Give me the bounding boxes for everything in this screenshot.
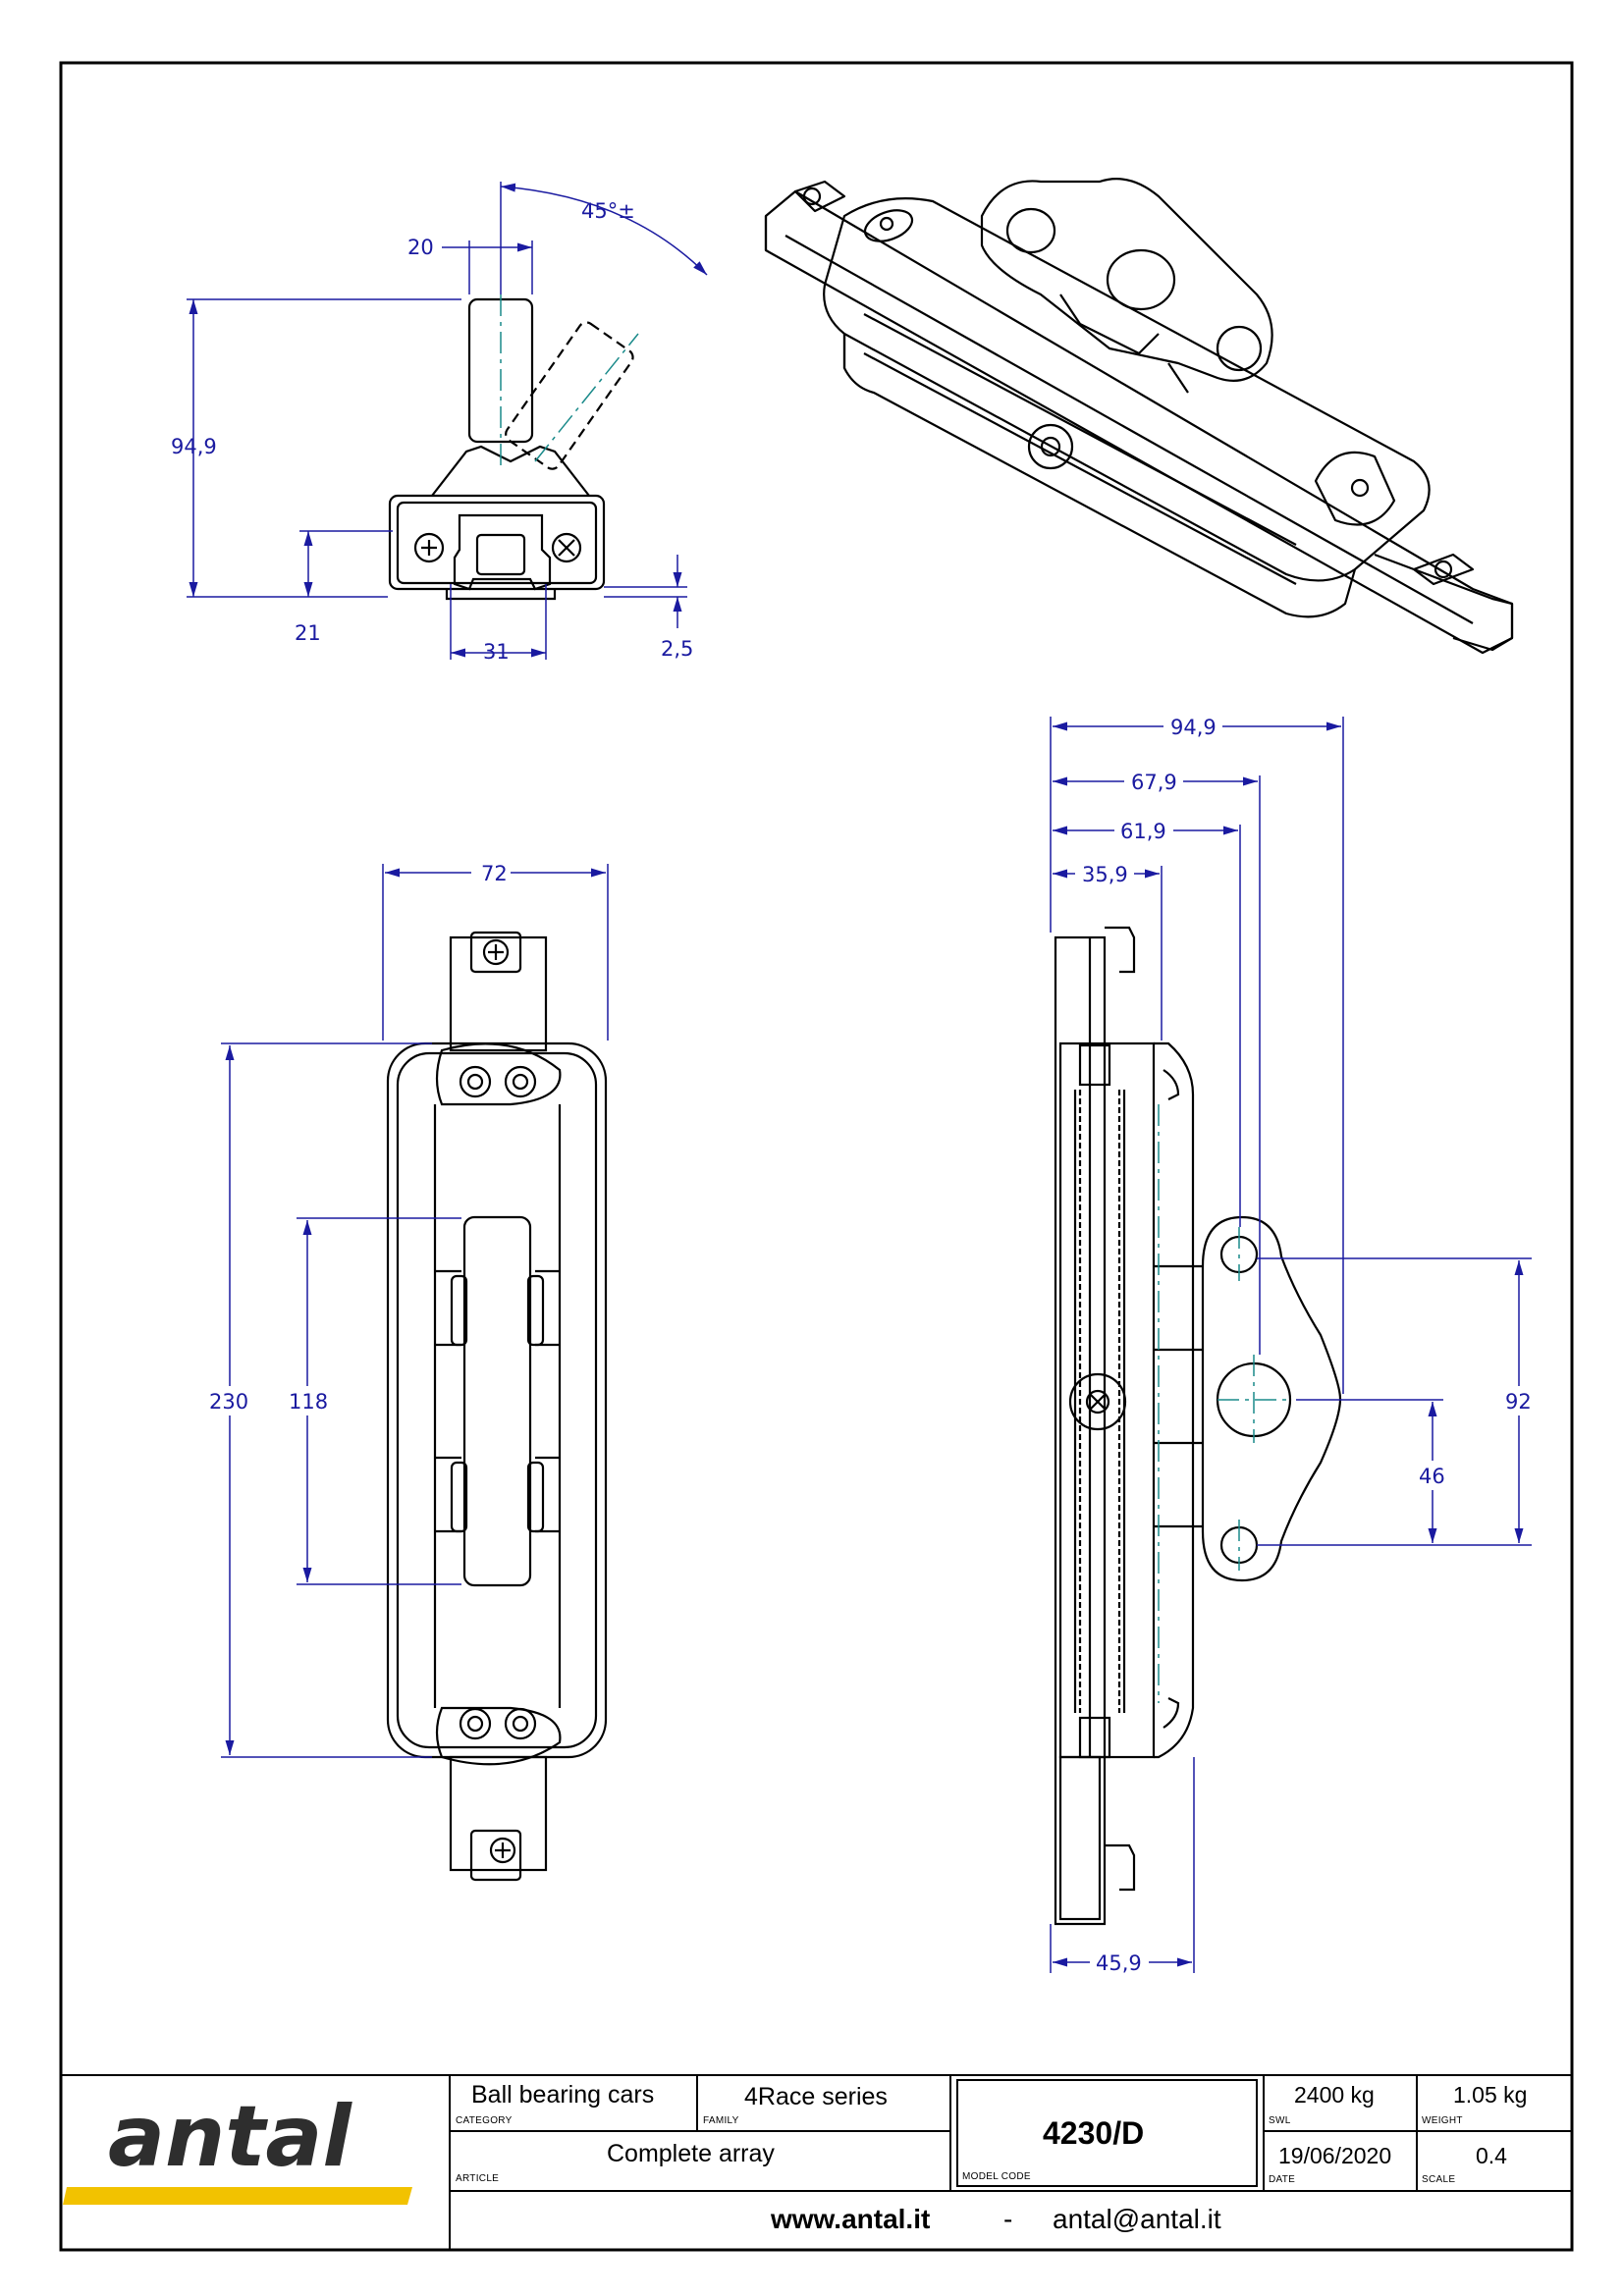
- category-label: CATEGORY: [456, 2115, 513, 2126]
- dim-front-length: 230: [209, 1390, 248, 1414]
- category-value: Ball bearing cars: [471, 2081, 654, 2109]
- logo-yellow-bar: [63, 2187, 412, 2205]
- email-link[interactable]: antal@antal.it: [1053, 2204, 1221, 2234]
- article-label: ARTICLE: [456, 2173, 499, 2184]
- scale-value: 0.4: [1476, 2143, 1507, 2168]
- family-label: FAMILY: [703, 2115, 739, 2126]
- swl-value: 2400 kg: [1294, 2082, 1375, 2108]
- dim-top-slot: 31: [483, 640, 510, 664]
- drawing-frame: [59, 61, 1574, 2252]
- isometric-view: [764, 178, 1514, 655]
- model-code-value: 4230/D: [1043, 2115, 1144, 2151]
- front-view: [386, 931, 608, 1882]
- swl-label: SWL: [1269, 2115, 1291, 2126]
- top-view: [388, 297, 634, 601]
- date-label: DATE: [1269, 2174, 1295, 2185]
- dim-top-gap: 2,5: [661, 637, 693, 661]
- dim-side-35: 35,9: [1082, 863, 1128, 886]
- dim-side-total: 94,9: [1170, 716, 1217, 739]
- scale-label: SCALE: [1422, 2174, 1455, 2185]
- dim-front-inner: 118: [289, 1390, 328, 1414]
- dim-front-width: 72: [481, 862, 508, 885]
- dim-side-hole-span: 92: [1505, 1390, 1532, 1414]
- dim-top-height: 94,9: [171, 435, 217, 458]
- dim-side-61: 61,9: [1120, 820, 1166, 843]
- contact-separator: -: [1003, 2204, 1012, 2234]
- dim-top-width: 20: [407, 236, 434, 259]
- dim-side-67: 67,9: [1131, 771, 1177, 794]
- dim-side-hole-half: 46: [1419, 1465, 1445, 1488]
- dim-side-base: 45,9: [1096, 1951, 1142, 1975]
- dim-top-base: 21: [295, 621, 321, 645]
- antal-logo: antal: [108, 2088, 352, 2186]
- weight-label: WEIGHT: [1422, 2115, 1463, 2126]
- article-value: Complete array: [607, 2140, 775, 2167]
- dim-angle: 45°±: [581, 199, 635, 223]
- weight-value: 1.05 kg: [1453, 2082, 1527, 2108]
- website-link[interactable]: www.antal.it: [770, 2204, 930, 2234]
- model-code-label: MODEL CODE: [962, 2171, 1031, 2182]
- side-view: [1054, 926, 1342, 1926]
- family-value: 4Race series: [744, 2083, 888, 2110]
- title-block: [61, 2074, 1572, 2250]
- date-value: 19/06/2020: [1278, 2143, 1391, 2168]
